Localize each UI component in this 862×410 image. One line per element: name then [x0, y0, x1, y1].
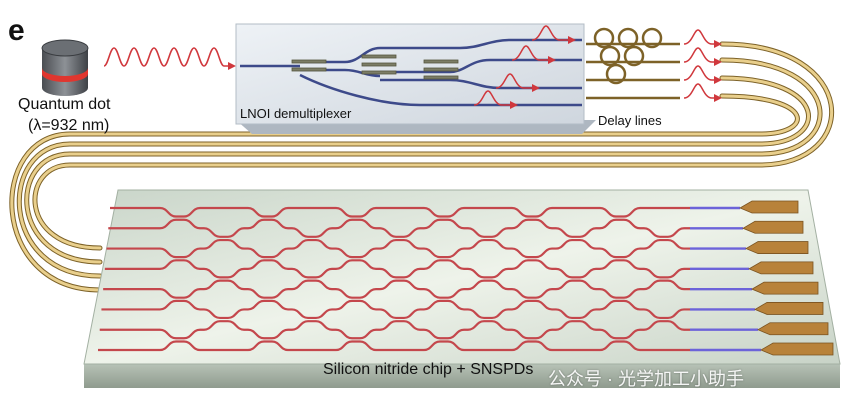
quantum-dot-wavelength: (λ=932 nm) [28, 117, 110, 134]
delay-lines-label: Delay lines [598, 113, 662, 128]
contact-pad [754, 302, 824, 315]
waveguide-path [108, 218, 690, 238]
waveguide-path [98, 340, 690, 352]
contact-pad [748, 261, 814, 275]
waveguide-path [110, 206, 690, 218]
delayed-pulses [683, 29, 722, 102]
waveguide-path [101, 299, 690, 320]
snspd-detector-array [690, 200, 834, 356]
chip-waveguides [98, 206, 690, 352]
contact-pad [751, 281, 819, 295]
silicon-nitride-chip [83, 189, 841, 388]
contact-pad [742, 220, 804, 234]
contact-pad [739, 200, 799, 214]
lnoi-demultiplexer-label: LNOI demultiplexer [240, 106, 352, 121]
lnoi-demultiplexer-chip [235, 23, 596, 134]
quantum-dot [41, 39, 89, 96]
watermark: 公众号 · 光学加工小助手 [548, 369, 744, 389]
contact-pad [745, 241, 809, 254]
fiber-bundle [9, 41, 835, 293]
chip-label: Silicon nitride chip + SNSPDs [323, 361, 534, 378]
emitted-pulse-train [103, 47, 236, 70]
waveguide-path [106, 238, 690, 259]
panel-letter: e [8, 14, 25, 47]
quantum-dot-label: Quantum dot [18, 96, 111, 113]
delay-lines [586, 27, 680, 100]
waveguide-path [104, 259, 690, 279]
contact-pad [760, 342, 834, 356]
waveguide-path [99, 320, 690, 340]
waveguide-path [103, 279, 690, 299]
contact-pad [757, 322, 829, 336]
